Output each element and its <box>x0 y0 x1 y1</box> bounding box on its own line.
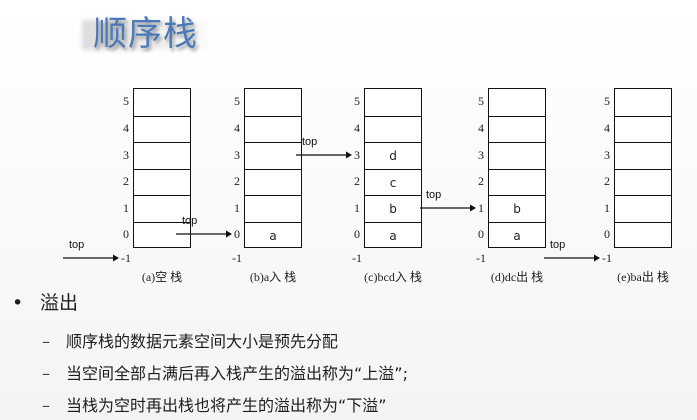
index-label: 5 <box>354 94 360 109</box>
index-label: 2 <box>354 174 360 189</box>
index-label: 3 <box>604 147 610 162</box>
index-label: -1 <box>232 250 242 265</box>
dash-icon: – <box>42 396 50 415</box>
stack-caption: (c)bcd入 栈 <box>364 270 422 284</box>
stack-cell <box>489 89 545 116</box>
stack-cell <box>134 89 190 116</box>
dash-icon: – <box>42 332 50 351</box>
index-label: 4 <box>478 120 484 135</box>
index-label: 0 <box>354 227 360 242</box>
index-label: 3 <box>234 147 240 162</box>
title-shadow-band <box>82 20 210 50</box>
bullet-heading: • 溢出 <box>12 288 78 315</box>
stack-cell <box>615 115 671 143</box>
index-label: -1 <box>602 250 612 265</box>
stack-b: a <box>244 88 302 248</box>
index-label: 5 <box>123 94 129 109</box>
stack-e <box>614 88 672 248</box>
index-label: 1 <box>604 200 610 215</box>
index-label: 1 <box>354 200 360 215</box>
index-label: 5 <box>478 94 484 109</box>
index-label: 2 <box>604 174 610 189</box>
stack-cell <box>615 195 671 222</box>
stack-cell <box>134 142 190 169</box>
stack-cell <box>134 195 190 222</box>
top-pointer-label: top <box>550 238 566 251</box>
index-label: 4 <box>234 120 240 135</box>
stack-a <box>133 88 191 248</box>
index-label: 3 <box>354 147 360 162</box>
stack-cell <box>245 142 301 169</box>
index-label: -1 <box>476 250 486 265</box>
stack-cell: c <box>365 168 421 196</box>
index-label: 5 <box>234 94 240 109</box>
index-label: 4 <box>123 120 129 135</box>
index-label: 4 <box>354 120 360 135</box>
sub-bullet-text: 当空间全部占满后再入栈产生的溢出称为“上溢”; <box>66 364 408 383</box>
index-label: 2 <box>478 174 484 189</box>
bullet-heading-text: 溢出 <box>40 292 79 314</box>
sub-bullet-1: –顺序栈的数据元素空间大小是预先分配 <box>42 328 338 352</box>
stack-cell <box>245 168 301 196</box>
index-label: 3 <box>478 147 484 162</box>
index-label: 1 <box>123 200 129 215</box>
top-pointer-arrow-icon <box>544 254 600 262</box>
stack-cell <box>615 142 671 169</box>
bullet-dot-icon: • <box>12 292 24 314</box>
stack-cell <box>365 115 421 143</box>
index-label: -1 <box>352 250 362 265</box>
stack-cell <box>365 89 421 116</box>
stack-cell <box>245 115 301 143</box>
stack-cell <box>245 89 301 116</box>
stack-cell <box>245 195 301 222</box>
index-label: 5 <box>604 94 610 109</box>
index-label: 0 <box>478 227 484 242</box>
index-label: 1 <box>234 200 240 215</box>
stack-cell <box>489 115 545 143</box>
stack-caption: (e)ba出 栈 <box>617 270 669 284</box>
stack-cell <box>615 89 671 116</box>
stack-cell: b <box>365 195 421 222</box>
stack-cell <box>615 222 671 249</box>
index-label: -1 <box>121 250 131 265</box>
top-pointer-label: top <box>302 135 318 148</box>
top-pointer-label: top <box>182 215 198 228</box>
dash-icon: – <box>42 364 50 383</box>
index-label: 0 <box>604 227 610 242</box>
stack-caption: (b)a入 栈 <box>249 270 297 284</box>
stack-cell <box>489 168 545 196</box>
sub-bullet-2: –当空间全部占满后再入栈产生的溢出称为“上溢”; <box>42 360 408 384</box>
index-label: 2 <box>123 174 129 189</box>
stack-cell <box>134 115 190 143</box>
top-pointer-arrow-icon <box>420 204 476 212</box>
top-pointer-arrow-icon <box>176 230 232 238</box>
index-label: 4 <box>604 120 610 135</box>
sub-bullet-3: –当栈为空时再出栈也将产生的溢出称为“下溢” <box>42 392 387 416</box>
stack-cell: a <box>489 222 545 249</box>
stack-cell: b <box>489 195 545 222</box>
index-label: 2 <box>234 174 240 189</box>
slide-title: 顺序栈 <box>93 14 198 54</box>
top-pointer-label: top <box>69 238 85 251</box>
sub-bullet-text: 当栈为空时再出栈也将产生的溢出称为“下溢” <box>66 396 387 415</box>
top-pointer-arrow-icon <box>296 151 352 158</box>
stack-caption: (d)dc出 栈 <box>490 270 544 284</box>
stack-caption: (a)空 栈 <box>141 270 183 284</box>
stack-cell: a <box>365 222 421 249</box>
stack-cell <box>489 142 545 169</box>
index-label: 0 <box>123 227 129 242</box>
top-pointer-label: top <box>426 188 442 201</box>
index-label: 3 <box>123 147 129 162</box>
stack-cell <box>134 168 190 196</box>
index-label: 1 <box>478 200 484 215</box>
stack-cell: a <box>245 222 301 249</box>
stack-cell: d <box>365 142 421 169</box>
stack-cell <box>615 168 671 196</box>
sub-bullet-text: 顺序栈的数据元素空间大小是预先分配 <box>66 332 339 351</box>
stack-cell <box>134 222 190 249</box>
top-pointer-arrow-icon <box>63 254 119 262</box>
index-label: 0 <box>234 227 240 242</box>
